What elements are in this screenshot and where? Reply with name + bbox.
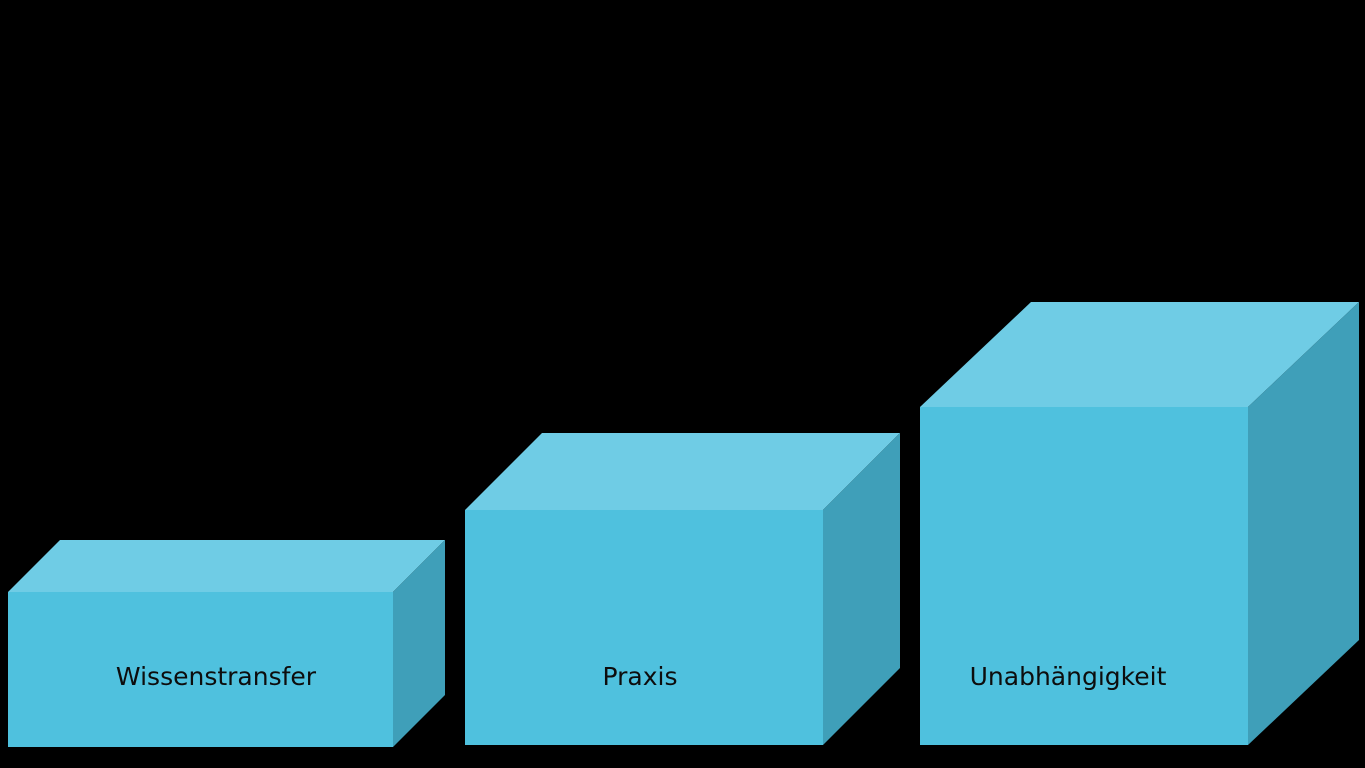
bar-side-face-1 (393, 540, 445, 747)
bar-label-wissenstransfer: Wissenstransfer (116, 662, 317, 691)
bar-top-face-2 (465, 433, 900, 510)
bar-front-face-1 (8, 592, 393, 747)
bar-front-face-3 (920, 407, 1248, 745)
bar-side-face-3 (1248, 302, 1359, 745)
bar-side-face-2 (823, 433, 900, 745)
bar-group-wissenstransfer[interactable]: Wissenstransfer (8, 540, 445, 747)
bar-group-unabhaengigkeit[interactable]: Unabhängigkeit (920, 302, 1359, 745)
bar-label-unabhaengigkeit: Unabhängigkeit (970, 662, 1167, 691)
bar-top-face-3 (920, 302, 1359, 407)
bar-front-face-2 (465, 510, 823, 745)
bar-top-face-1 (8, 540, 445, 592)
bar-group-praxis[interactable]: Praxis (465, 433, 900, 745)
bar-label-praxis: Praxis (603, 662, 678, 691)
